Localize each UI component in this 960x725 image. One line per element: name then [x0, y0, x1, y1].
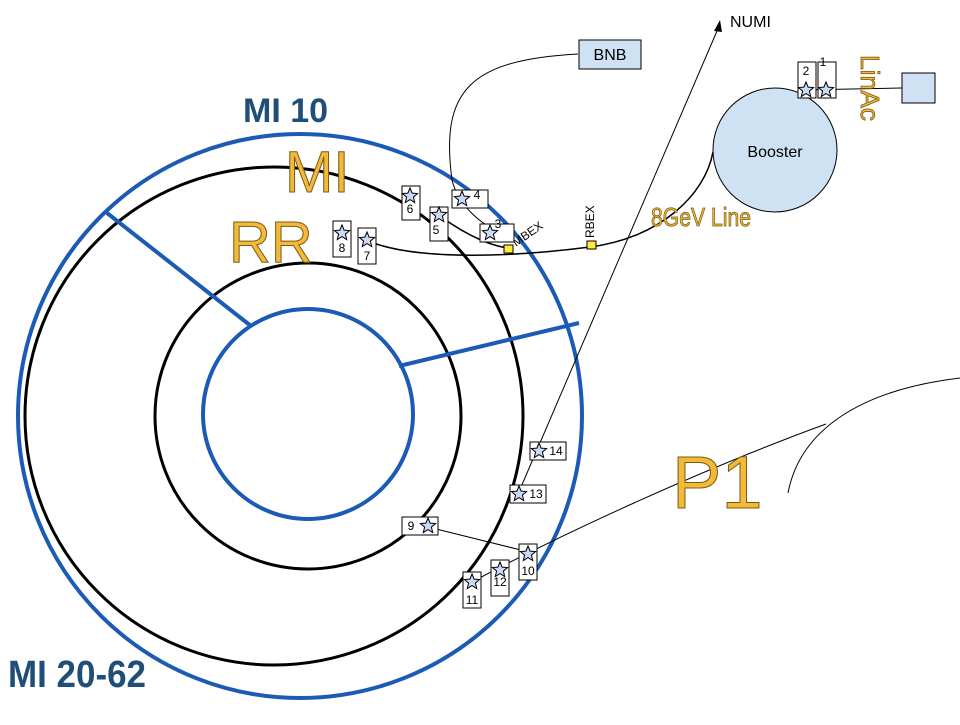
rr-label: RR: [229, 210, 313, 275]
mi10-label: MI 10: [243, 92, 328, 130]
station-10: 10: [518, 543, 538, 581]
p1-far-curve: [787, 377, 960, 494]
station-number: 8: [339, 241, 346, 255]
station-number: 5: [433, 223, 440, 237]
radial-connector-right: [398, 321, 580, 368]
numi-label: NUMI: [730, 14, 771, 31]
station-number: 1: [820, 55, 827, 69]
station-12: 12: [490, 559, 510, 597]
mi2062-label: MI 20-62: [8, 654, 146, 696]
booster-ring: [712, 87, 838, 213]
star-icon: [453, 189, 471, 207]
station-3: 3: [479, 217, 515, 243]
mbex-label: MBEX: [510, 218, 546, 249]
bnb-line: [449, 53, 579, 239]
station-6: 6: [401, 185, 421, 221]
star-icon: [463, 572, 481, 590]
star-icon: [510, 484, 528, 502]
inner-ring: [201, 307, 415, 521]
station-number: 6: [407, 202, 414, 216]
linac-booster-line: [799, 87, 903, 91]
bnb-label: BNB: [594, 47, 627, 64]
star-icon: [333, 223, 351, 241]
mi10-outer-ring: [16, 132, 584, 700]
rr-ring: [153, 261, 463, 571]
star-icon: [419, 516, 437, 534]
star-icon: [817, 80, 835, 98]
linac-label: LinAc: [855, 55, 885, 121]
star-icon: [519, 544, 537, 562]
station-5: 5: [429, 205, 449, 242]
mi-ring: [23, 165, 525, 667]
station-number: 7: [364, 249, 371, 263]
rbex-label: RBEX: [583, 205, 597, 238]
station-4: 4: [451, 188, 489, 209]
rbex-marker: [586, 240, 597, 250]
star-icon: [430, 205, 448, 223]
station-number: 3: [495, 217, 502, 231]
p1-label: P1: [672, 441, 763, 524]
station-1: 1: [817, 55, 837, 99]
station-2: 2: [797, 61, 817, 99]
station-number: 13: [529, 487, 543, 501]
linac-source-box: [901, 72, 936, 104]
station-number: 14: [549, 444, 563, 458]
station-number: 11: [466, 593, 479, 607]
station-number: 4: [474, 188, 481, 202]
station-13: 13: [509, 484, 547, 504]
station-8: 8: [332, 220, 352, 258]
station-number: 12: [493, 575, 507, 589]
radial-connector-upper-left: [105, 211, 253, 328]
line-8gev-label: 8GeV Line: [651, 202, 751, 232]
station-number: 2: [803, 64, 810, 78]
star-icon: [530, 441, 548, 459]
star-icon: [401, 186, 419, 204]
station-7: 7: [357, 227, 377, 265]
star-icon: [481, 223, 499, 241]
bnb-box: [578, 39, 642, 70]
p1-line: [471, 423, 827, 583]
numi-arrowhead: [714, 20, 722, 32]
star-icon: [358, 230, 376, 248]
star-icon: [491, 560, 509, 578]
station-9-10-line: [427, 526, 530, 553]
mbex-marker: [503, 244, 514, 254]
station-14: 14: [529, 441, 567, 461]
station-9: 9: [401, 516, 439, 536]
booster-label: Booster: [747, 144, 803, 161]
numi-line: [517, 23, 721, 495]
station-number: 10: [521, 564, 535, 578]
star-icon: [797, 80, 815, 98]
station-number: 9: [408, 519, 415, 533]
station-11: 11: [462, 571, 482, 609]
mi-label: MI: [285, 140, 349, 205]
